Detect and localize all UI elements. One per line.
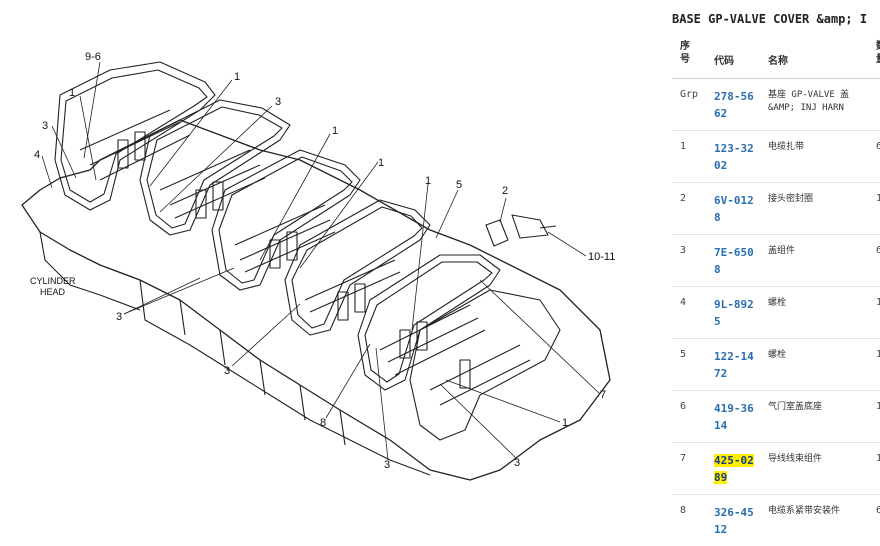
row-seq: 3 [680, 245, 687, 256]
valve-cover-illustration: 9-6 1 1 3 3 4 1 1 3 2 5 1 10-11 3 3 7 8 … [21, 51, 615, 481]
parts-table-body: Grp 278-5662 基座 GP-VALVE 盖 &AMP; INJ HAR… [672, 78, 880, 546]
callout-1: 1 [378, 157, 384, 169]
parts-list-panel: BASE GP-VALVE COVER &amp; I 序号 代码 名称 数量 … [672, 0, 880, 546]
highlighted-code: 425-0289 [714, 454, 754, 484]
part-qty: 1 [876, 453, 880, 464]
callout-1: 1 [562, 417, 568, 429]
callout-3: 3 [224, 365, 230, 377]
table-row: 5 122-1472 螺栓 1 [672, 338, 880, 390]
panel-title: BASE GP-VALVE COVER &amp; I [672, 12, 868, 26]
part-name: 电缆扎带 [768, 142, 805, 152]
header-code: 代码 [714, 56, 734, 67]
cylinder-head-label: HEAD [40, 287, 66, 297]
header-seq: 序号 [680, 41, 690, 65]
part-qty: 1 [876, 349, 880, 360]
part-name: 盖组件 [768, 246, 796, 256]
callout-1: 1 [234, 71, 240, 83]
part-code-link[interactable]: 326-4512 [714, 506, 754, 536]
callout-1: 1 [332, 125, 338, 137]
table-row: 8 326-4512 电缆系紧带安装件 6 [672, 494, 880, 546]
callout-10-11: 10-11 [588, 251, 615, 263]
part-name: 螺栓 [768, 350, 787, 360]
part-code-link[interactable]: 7E-6508 [714, 246, 754, 276]
table-row: 2 6V-0128 接头密封圈 1 [672, 182, 880, 234]
part-name: 螺栓 [768, 298, 787, 308]
part-qty: 6 [876, 245, 880, 256]
header-qty: 数量 [876, 40, 880, 66]
table-row: 1 123-3202 电缆扎带 6 [672, 130, 880, 182]
part-name: 基座 GP-VALVE 盖 &AMP; INJ HARN [768, 90, 850, 113]
callout-3: 3 [384, 459, 390, 471]
row-seq: 2 [680, 193, 687, 204]
callout-9-6: 9-6 [85, 51, 101, 63]
part-code-link[interactable]: 6V-0128 [714, 194, 754, 224]
callout-3: 3 [275, 96, 281, 108]
part-qty: 1 [876, 297, 880, 308]
callout-7: 7 [600, 389, 606, 401]
callout-1: 1 [69, 87, 75, 99]
part-code-link[interactable]: 122-1472 [714, 350, 754, 380]
part-code-link[interactable]: 123-3202 [714, 142, 754, 172]
row-seq: 1 [680, 141, 687, 152]
part-qty: 1 [876, 193, 880, 204]
table-row: 7 425-0289 导线线束组件 1 [672, 442, 880, 494]
part-name: 导线线束组件 [768, 454, 823, 464]
header-name: 名称 [768, 56, 788, 67]
row-seq: 6 [680, 401, 687, 412]
part-qty: 1 [876, 401, 880, 412]
row-seq: 8 [680, 505, 687, 516]
part-qty: 6 [876, 141, 880, 152]
callout-5: 5 [456, 179, 462, 191]
row-seq: 5 [680, 349, 687, 360]
parts-diagram: 9-6 1 1 3 3 4 1 1 3 2 5 1 10-11 3 3 7 8 … [21, 51, 615, 481]
row-seq: 4 [680, 297, 687, 308]
row-seq: Grp [680, 89, 699, 100]
part-code-link-highlighted[interactable]: 425-0289 [714, 452, 754, 486]
part-name: 接头密封圈 [768, 194, 814, 204]
cylinder-head-label: CYLINDER [30, 276, 76, 286]
table-row: 4 9L-8925 螺栓 1 [672, 286, 880, 338]
part-qty: 6 [876, 505, 880, 516]
callout-8: 8 [320, 417, 326, 429]
callout-3: 3 [42, 120, 48, 132]
callout-3: 3 [514, 457, 520, 469]
part-name: 气门室盖底座 [768, 402, 823, 412]
callout-4: 4 [34, 149, 40, 161]
row-seq: 7 [680, 453, 687, 464]
part-name: 电缆系紧带安装件 [768, 506, 841, 516]
table-row: 6 419-3614 气门室盖底座 1 [672, 390, 880, 442]
part-code-link[interactable]: 278-5662 [714, 90, 754, 120]
part-code-link[interactable]: 419-3614 [714, 402, 754, 432]
part-code-link[interactable]: 9L-8925 [714, 298, 754, 328]
table-row: Grp 278-5662 基座 GP-VALVE 盖 &AMP; INJ HAR… [672, 78, 880, 130]
table-row: 3 7E-6508 盖组件 6 [672, 234, 880, 286]
callout-1: 1 [425, 175, 431, 187]
table-header: 序号 代码 名称 数量 [672, 38, 880, 78]
callout-2: 2 [502, 185, 508, 197]
callout-3: 3 [116, 311, 122, 323]
